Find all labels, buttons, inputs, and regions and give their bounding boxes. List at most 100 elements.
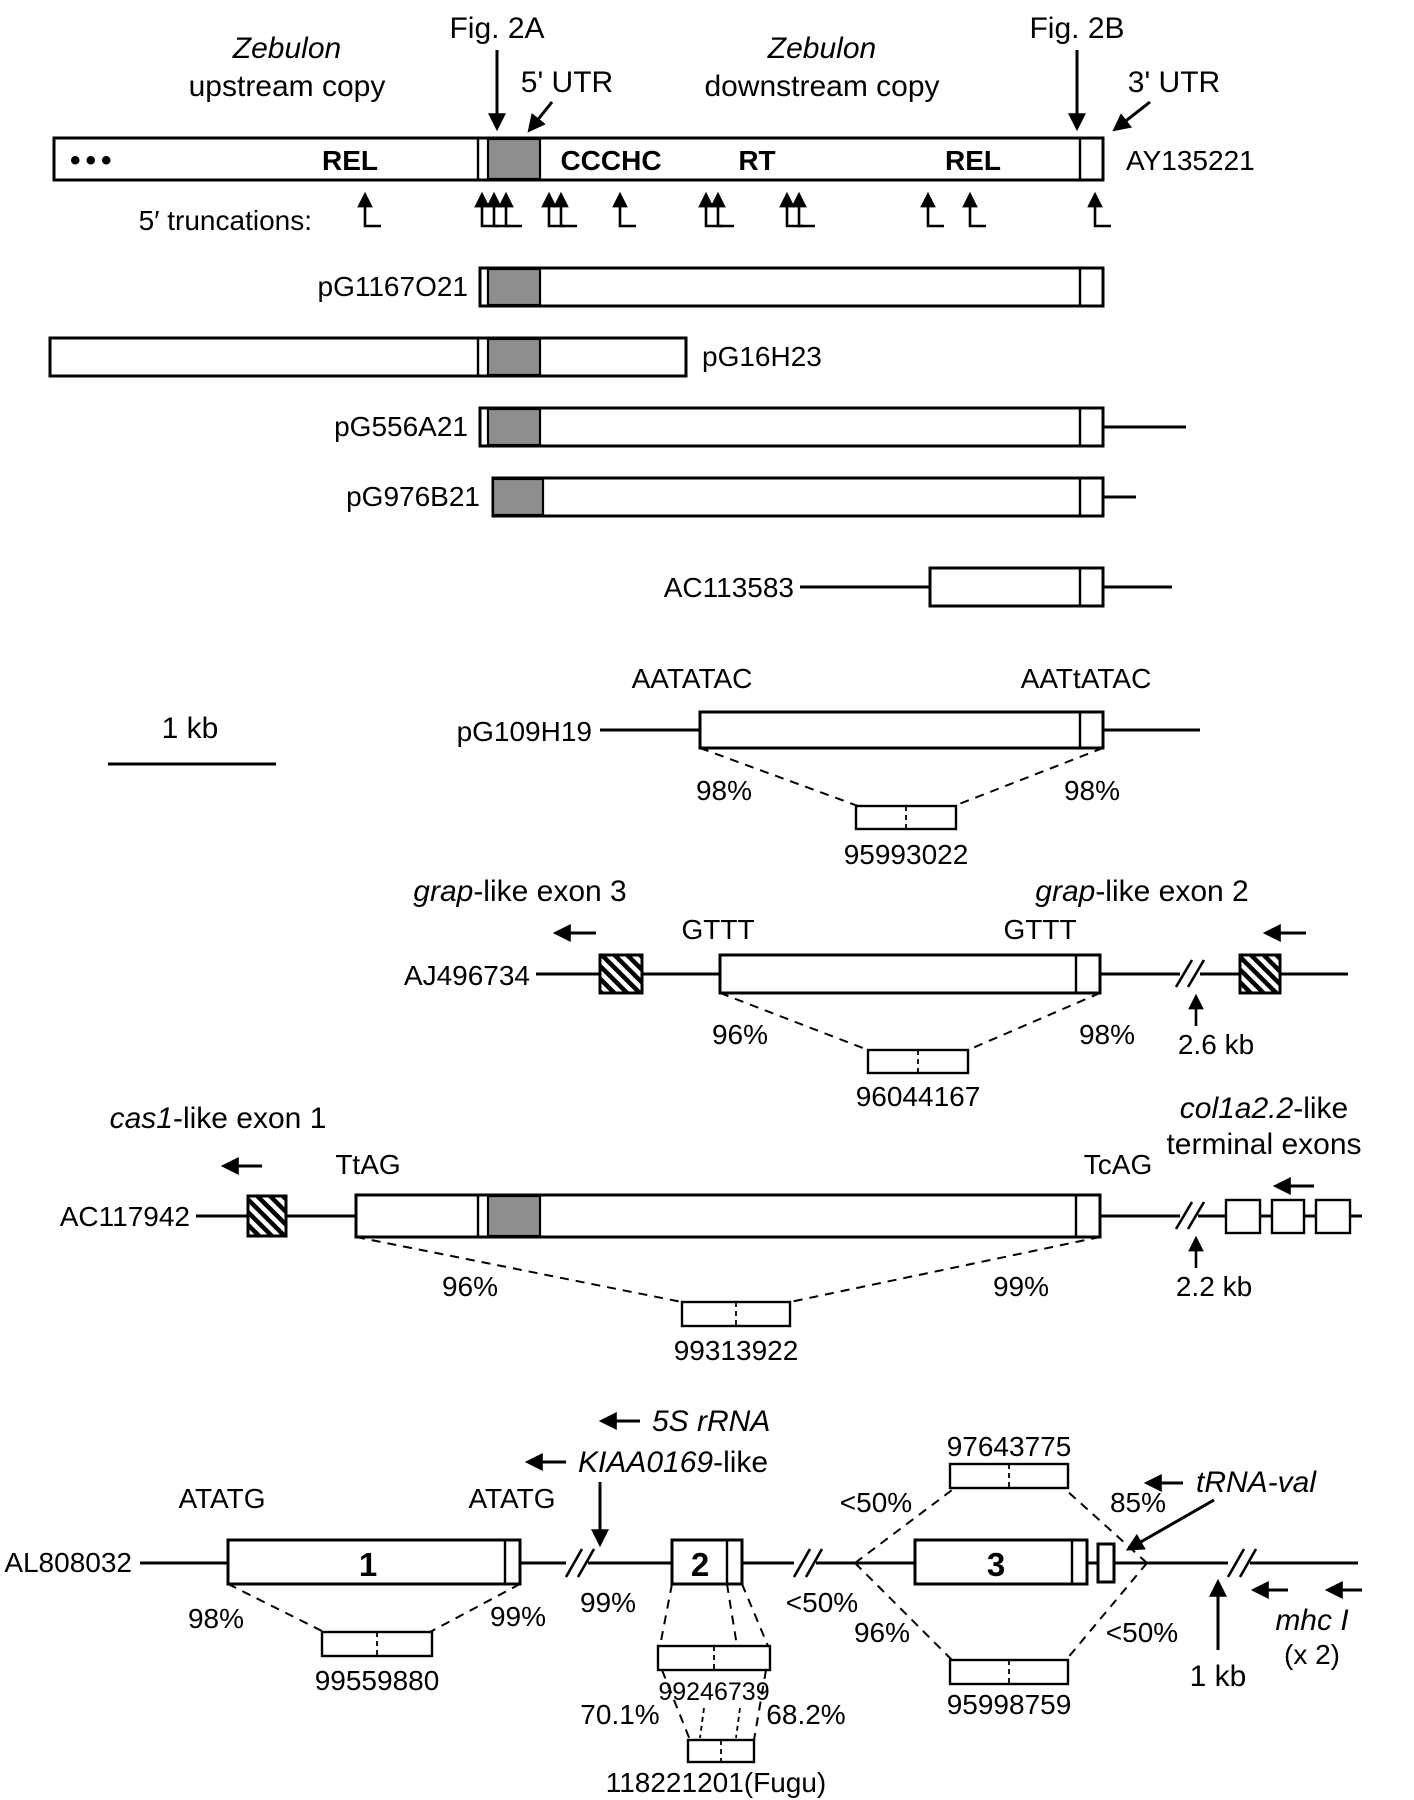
similarity-dash [967, 992, 1101, 1051]
exon2-hatched-box [1238, 953, 1282, 995]
element-bar [698, 710, 1105, 750]
kiaa-gene-name: KIAA0169 [578, 1446, 713, 1479]
identity-pct: 85% [1110, 1487, 1166, 1518]
fugu-bac-id: 118221201(Fugu) [606, 1767, 827, 1798]
truncation-arrow-icon [612, 191, 636, 228]
terminal-exons-label: terminal exons [1166, 1128, 1361, 1161]
bac-id-top: 97643775 [947, 1431, 1072, 1462]
clone-row-pg16h23: pG16H23 [48, 336, 822, 378]
element-box-1 [226, 1538, 522, 1586]
grap-gene-name: grap [413, 875, 473, 908]
similarity-dash [355, 1236, 683, 1303]
utr5-gray-region [491, 477, 545, 517]
truncation-arrow-icon [357, 191, 381, 228]
domain-ccchc-label: CCCHC [560, 145, 661, 176]
identity-pct: 98% [188, 1603, 244, 1634]
identity-pct: 99% [490, 1601, 546, 1632]
truncation-arrow-icon [710, 191, 734, 228]
target-site-right: GTTT [1003, 914, 1076, 945]
target-site-right: AATtATAC [1021, 663, 1152, 694]
target-site-left: GTTT [681, 914, 754, 945]
zebulon-locus-bar: ••• REL CCCHC RT REL AY135221 [52, 136, 1255, 182]
truncation-arrow-icon [486, 191, 510, 228]
col1a2-suffix: -like [1293, 1092, 1348, 1125]
element-number-2: 2 [691, 1546, 709, 1583]
clone-label: pG16H23 [702, 341, 822, 372]
clone-label: pG556A21 [334, 411, 468, 442]
cas1-exon1-suffix: -like exon 1 [173, 1102, 326, 1135]
similarity-dash [726, 1583, 738, 1647]
al808032-row: 5S rRNA KIAA0169-like 97643775 tRNA-val … [4, 1405, 1362, 1798]
clone-label: AC113583 [664, 572, 794, 603]
bac-id: 99246739 [658, 1678, 769, 1706]
cas1-exon1-label: cas1-like exon 1 [110, 1102, 327, 1135]
identity-pct-left: 98% [696, 775, 752, 806]
truncation-arrow-icon [1087, 191, 1111, 228]
break-mark-icon [1174, 959, 1194, 988]
clone-row-pg1167o21: pG1167O21 [318, 266, 1105, 308]
gap-size-label: 2.2 kb [1176, 1271, 1252, 1302]
utr5-label: 5' UTR [521, 66, 613, 99]
clone-row-pg556a21: pG556A21 [334, 406, 1186, 448]
clone-label: pG976B21 [346, 481, 480, 512]
break-mark-icon [792, 1548, 812, 1578]
zebulon-upstream-desc: upstream copy [189, 70, 386, 103]
grap-exon3-suffix: -like exon 3 [473, 875, 626, 908]
break-mark-icon [1238, 1548, 1258, 1578]
identity-pct: <50% [840, 1487, 912, 1518]
target-site-left: ATATG [178, 1483, 265, 1514]
utr5-gray-region [486, 337, 542, 377]
accession-label: AC117942 [60, 1201, 190, 1232]
grap-exon3-label: grap-like exon 3 [413, 875, 626, 908]
similarity-dash [741, 1583, 769, 1647]
target-site-right: TcAG [1084, 1149, 1152, 1180]
similarity-dash [659, 1583, 673, 1647]
clone-bar [478, 266, 1105, 308]
terminal-exon-box [1270, 1198, 1306, 1235]
identity-pct: 70.1% [580, 1699, 659, 1730]
gap-size-label: 2.6 kb [1178, 1029, 1254, 1060]
accession-ay135221: AY135221 [1126, 145, 1255, 176]
clone-bar [928, 566, 1105, 608]
accession-label: AJ496734 [404, 960, 530, 991]
identity-pct: 68.2% [766, 1699, 845, 1730]
break-mark-icon [1174, 1201, 1194, 1230]
zebulon-downstream-desc: downstream copy [704, 70, 939, 103]
truncation-arrow-icon [541, 191, 565, 228]
kiaa-suffix: -like [713, 1446, 768, 1479]
grap-gene-name: grap [1035, 875, 1095, 908]
scale-label: 1 kb [162, 712, 219, 745]
break-mark-icon [564, 1548, 584, 1578]
identity-pct: <50% [786, 1587, 858, 1618]
continuation-dots: ••• [70, 144, 117, 177]
similarity-dash [719, 992, 869, 1051]
aj496734-row: grap-like exon 3 GTTT GTTT grap-like exo… [404, 875, 1348, 1112]
break-mark-icon [1226, 1548, 1246, 1578]
similarity-dash [1065, 1489, 1148, 1564]
fig2a-label: Fig. 2A [449, 12, 544, 45]
similarity-dash [429, 1583, 521, 1633]
scale-bar: 1 kb [108, 712, 276, 766]
bac-id: 96044167 [856, 1081, 981, 1112]
grap-exon2-label: grap-like exon 2 [1035, 875, 1248, 908]
utr3-arrow-icon [1112, 100, 1151, 132]
utr5-gray-region [486, 407, 542, 447]
break-mark-icon [1186, 959, 1206, 988]
similarity-dash [753, 1669, 767, 1741]
element-bar [354, 1193, 1102, 1239]
grap-exon2-suffix: -like exon 2 [1095, 875, 1248, 908]
trna-pointer-arrow-icon [1125, 1498, 1215, 1551]
mhc-label: mhc I [1275, 1604, 1348, 1637]
similarity-dash [661, 1669, 691, 1741]
identity-pct-left: 96% [712, 1019, 768, 1050]
clone-label: pG109H19 [457, 716, 592, 747]
clone-bar [48, 336, 688, 378]
exon3-hatched-box [598, 953, 644, 995]
utr5-gray-region [486, 137, 542, 181]
similarity-dash [789, 1236, 1101, 1303]
utr3-label: 3' UTR [1128, 66, 1220, 99]
identity-pct: 99% [580, 1587, 636, 1618]
identity-pct-left: 96% [442, 1271, 498, 1302]
utr5-gray-region [486, 1194, 542, 1238]
truncation-arrow-icon [920, 191, 944, 228]
